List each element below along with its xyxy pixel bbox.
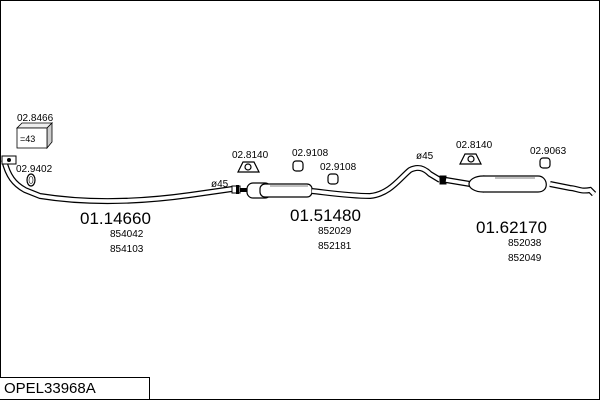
part-number: 01.51480 <box>290 206 361 225</box>
clamp-label: ø45 <box>211 179 229 190</box>
diagram-code: OPEL33968A <box>4 380 96 397</box>
accessory-label: 02.9108 <box>320 162 357 173</box>
part-ref: 852181 <box>318 241 352 252</box>
middle-muffler <box>240 164 447 200</box>
part-ref: 852038 <box>508 238 542 249</box>
accessory-label: 02.8466 <box>17 113 54 124</box>
diagram-code-box: OPEL33968A <box>0 377 150 399</box>
part-ref: 852029 <box>318 226 352 237</box>
rubber-ring-icon <box>292 157 551 185</box>
part-number: 01.62170 <box>476 218 547 237</box>
clamp-icon <box>231 185 241 194</box>
gasket-box: =43 <box>16 122 53 150</box>
kit-label: =43 <box>20 134 35 144</box>
rear-muffler <box>445 175 597 197</box>
part-ref: 854042 <box>110 229 144 240</box>
part-ref: 852049 <box>508 253 542 264</box>
accessory-label: 02.9063 <box>530 146 567 157</box>
clamp-label: ø45 <box>416 151 434 162</box>
part-ref: 854103 <box>110 244 144 255</box>
front-pipe <box>1 155 233 205</box>
part-number: 01.14660 <box>80 209 151 228</box>
accessory-label: 02.8140 <box>232 150 269 161</box>
accessory-label: 02.8140 <box>456 140 493 151</box>
rubber-hanger-icon <box>237 153 482 173</box>
ring-gasket-icon <box>26 173 36 187</box>
accessory-label: 02.9402 <box>16 164 53 175</box>
accessory-label: 02.9108 <box>292 148 329 159</box>
